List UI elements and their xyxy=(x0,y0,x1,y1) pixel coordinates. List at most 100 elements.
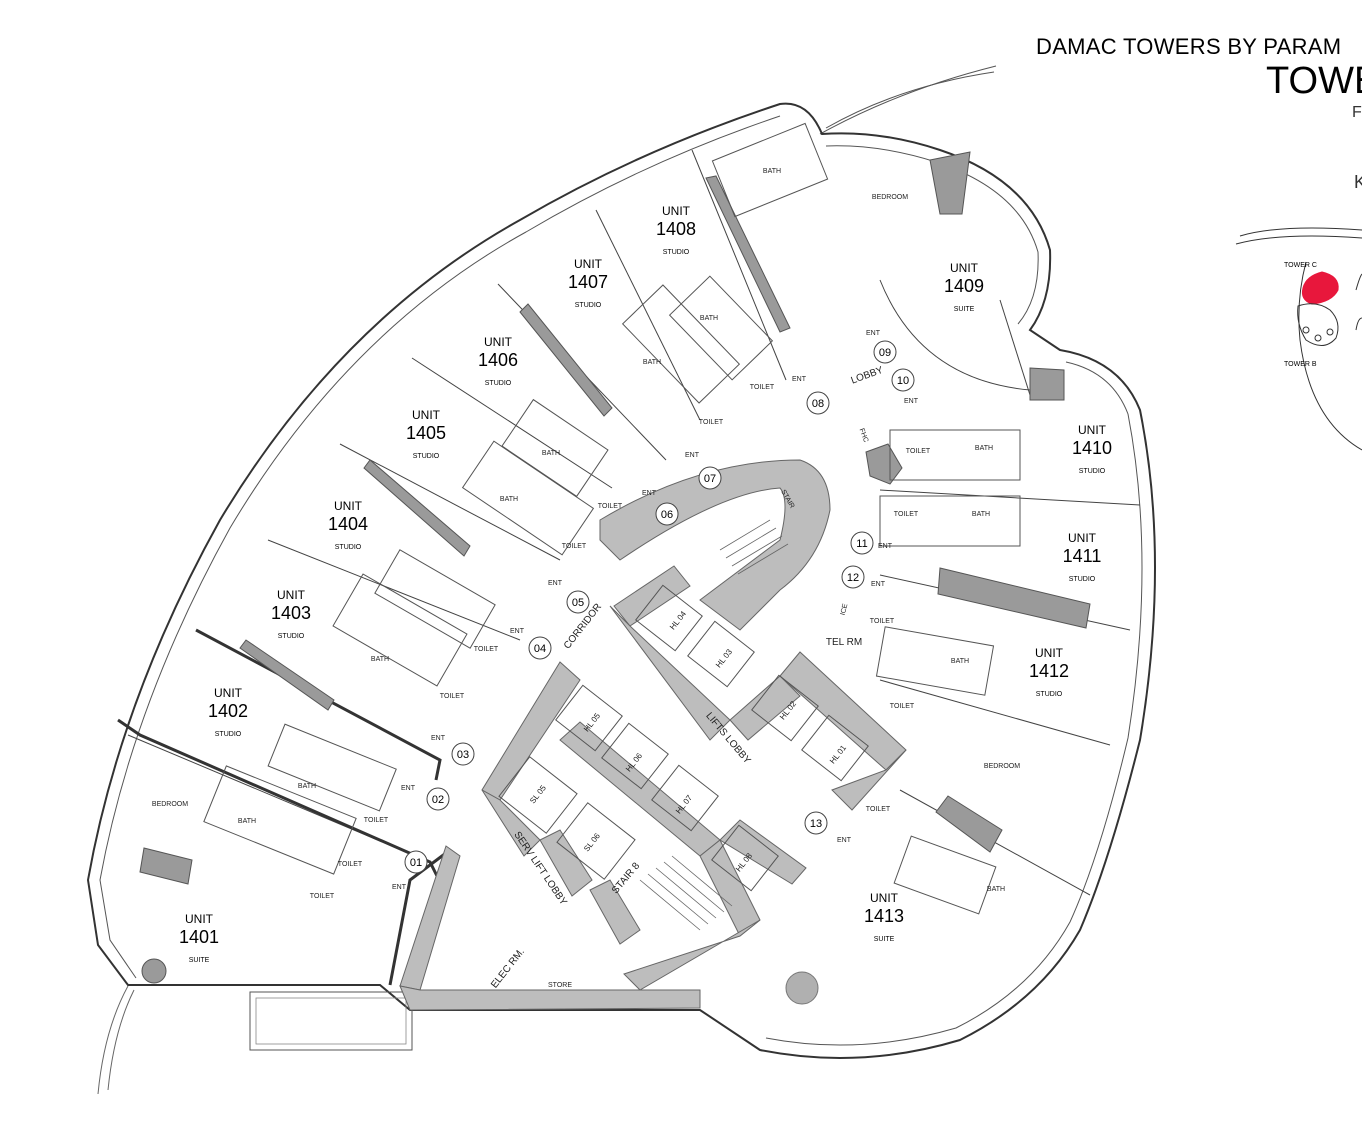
ent-04: ENT xyxy=(510,628,525,635)
svg-text:STUDIO: STUDIO xyxy=(485,380,512,387)
entry-13: 13 xyxy=(810,818,822,830)
bathrooms xyxy=(203,122,1021,915)
svg-text:1405: 1405 xyxy=(406,423,446,443)
svg-text:UNIT: UNIT xyxy=(662,204,691,218)
bedroom-1401-label: BEDROOM xyxy=(152,801,188,808)
svg-text:UNIT: UNIT xyxy=(950,261,979,275)
unit-1413[interactable]: UNIT 1413 SUITE xyxy=(864,891,904,943)
svg-text:UNIT: UNIT xyxy=(214,686,243,700)
bath-label-1405: BATH xyxy=(542,450,560,457)
balcony-inner xyxy=(255,997,407,1045)
toilet-label-1401: TOILET xyxy=(310,893,335,900)
entry-06: 06 xyxy=(661,509,673,521)
lift-hl-03: HL 03 xyxy=(714,647,734,670)
key-tower-c-label: TOWER C xyxy=(1284,262,1317,269)
room-labels: BEDROOM BEDROOM BEDROOM BATH BATH BATH B… xyxy=(152,168,1020,989)
unit-1409[interactable]: UNIT 1409 SUITE xyxy=(944,261,984,313)
building-envelope-inner xyxy=(99,115,1143,1046)
ent-06: ENT xyxy=(642,490,657,497)
svg-text:SUITE: SUITE xyxy=(954,306,975,313)
unit-1411[interactable]: UNIT 1411 STUDIO xyxy=(1063,531,1102,583)
landscape-edge xyxy=(97,985,129,1095)
entry-10: 10 xyxy=(897,375,909,387)
lobby-label: LOBBY xyxy=(850,365,885,387)
toilet-label-1406: TOILET xyxy=(699,419,724,426)
bath-label-1413: BATH xyxy=(987,886,1005,893)
lift-sl-05: SL 05 xyxy=(528,783,548,805)
entry-labels: 01 02 03 04 05 06 07 08 09 10 11 12 13 xyxy=(410,347,909,869)
bedroom-1413-label: BEDROOM xyxy=(984,763,1020,770)
bath-label-1403: BATH xyxy=(371,656,389,663)
tower-title: TOWE xyxy=(1266,60,1362,102)
toilet-label-1403: TOILET xyxy=(440,693,465,700)
unit-1401[interactable]: UNIT 1401 SUITE xyxy=(179,912,219,964)
entry-05: 05 xyxy=(572,597,584,609)
svg-text:1410: 1410 xyxy=(1072,438,1112,458)
svg-text:STUDIO: STUDIO xyxy=(1069,576,1096,583)
svg-text:STUDIO: STUDIO xyxy=(1036,691,1063,698)
fhc-label: FHC xyxy=(858,428,869,444)
ent-08: ENT xyxy=(792,376,807,383)
unit-1412[interactable]: UNIT 1412 STUDIO xyxy=(1029,646,1069,698)
toilet-label-1412: TOILET xyxy=(870,618,895,625)
tower-c-highlight xyxy=(1301,271,1339,305)
svg-text:1407: 1407 xyxy=(568,272,608,292)
svg-text:UNIT: UNIT xyxy=(870,891,899,905)
building-envelope xyxy=(86,102,1156,1059)
entry-01: 01 xyxy=(410,857,422,869)
ent-05: ENT xyxy=(548,580,563,587)
unit-1404[interactable]: UNIT 1404 STUDIO xyxy=(328,499,368,551)
toilet-label-1401b: TOILET xyxy=(338,861,363,868)
bath-label-1407: BATH xyxy=(700,315,718,322)
svg-text:STUDIO: STUDIO xyxy=(215,731,242,738)
entry-12: 12 xyxy=(847,572,859,584)
unit-1407[interactable]: UNIT 1407 STUDIO xyxy=(568,257,608,309)
svg-text:STUDIO: STUDIO xyxy=(413,453,440,460)
svg-text:1408: 1408 xyxy=(656,219,696,239)
unit-1405[interactable]: UNIT 1405 STUDIO xyxy=(406,408,446,460)
ent-09: ENT xyxy=(866,330,881,337)
entry-11: 11 xyxy=(856,538,867,550)
ent-02: ENT xyxy=(401,785,416,792)
key-plan xyxy=(1235,227,1362,451)
core xyxy=(399,459,907,1011)
svg-text:UNIT: UNIT xyxy=(334,499,363,513)
column-1401 xyxy=(141,958,167,984)
svg-text:UNIT: UNIT xyxy=(484,335,513,349)
entry-07: 07 xyxy=(704,473,716,485)
svg-text:1411: 1411 xyxy=(1063,546,1102,566)
tel-rm-label: TEL RM xyxy=(826,637,862,648)
unit-1403[interactable]: UNIT 1403 STUDIO xyxy=(271,588,311,640)
unit-1402[interactable]: UNIT 1402 STUDIO xyxy=(208,686,248,738)
entry-04: 04 xyxy=(534,643,546,655)
bath-label-1406: BATH xyxy=(643,359,661,366)
svg-text:UNIT: UNIT xyxy=(1078,423,1107,437)
road-curve xyxy=(819,65,997,135)
ent-03: ENT xyxy=(431,735,446,742)
toilet-label-1413: TOILET xyxy=(866,806,891,813)
svg-text:1403: 1403 xyxy=(271,603,311,623)
unit-1406[interactable]: UNIT 1406 STUDIO xyxy=(478,335,518,387)
ent-01: ENT xyxy=(392,884,407,891)
toilet-label-1407: TOILET xyxy=(750,384,775,391)
svg-text:1404: 1404 xyxy=(328,514,368,534)
svg-text:UNIT: UNIT xyxy=(1068,531,1097,545)
lift-hl-01: HL 01 xyxy=(828,743,848,766)
svg-text:SUITE: SUITE xyxy=(874,936,895,943)
svg-text:STUDIO: STUDIO xyxy=(575,302,602,309)
bath-label-1408: BATH xyxy=(763,168,781,175)
store-label: STORE xyxy=(548,982,572,989)
unit-1410[interactable]: UNIT 1410 STUDIO xyxy=(1072,423,1112,475)
unit-1408[interactable]: UNIT 1408 STUDIO xyxy=(656,204,696,256)
lift-shafts xyxy=(498,584,869,892)
svg-text:1413: 1413 xyxy=(864,906,904,926)
key-tower-b-label: TOWER B xyxy=(1284,361,1317,368)
svg-text:STUDIO: STUDIO xyxy=(1079,468,1106,475)
svg-text:1409: 1409 xyxy=(944,276,984,296)
key-plan-label: K xyxy=(1354,172,1362,192)
column-1413 xyxy=(785,971,819,1005)
bath-label-1412: BATH xyxy=(951,658,969,665)
bath-label-1404: BATH xyxy=(500,496,518,503)
lift-sl-06: SL 06 xyxy=(582,831,602,853)
